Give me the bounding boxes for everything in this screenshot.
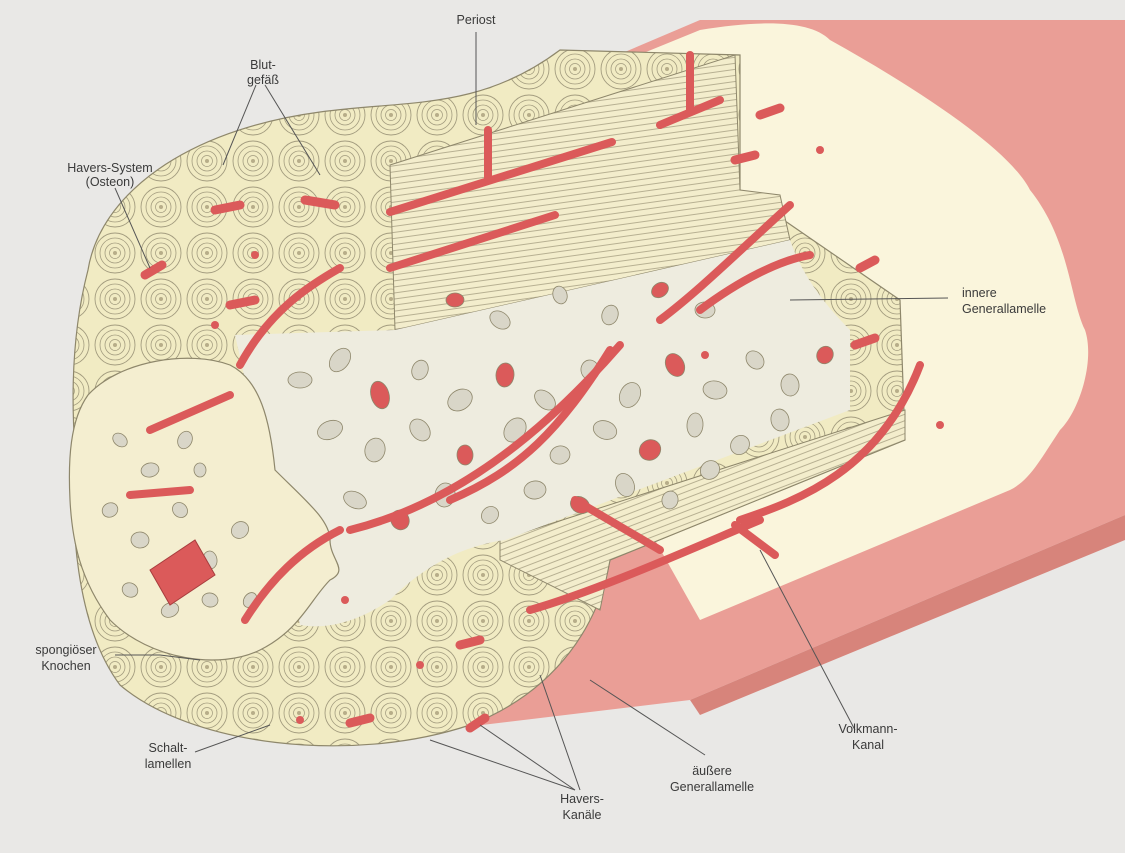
havers-canal (211, 321, 219, 329)
label-havers-system-1: Havers-System (67, 161, 152, 175)
label-schaltlamellen-1: Schalt- (149, 741, 188, 755)
blood-vessel (735, 155, 755, 160)
havers-canal (341, 596, 349, 604)
havers-canal (251, 251, 259, 259)
blood-vessel (230, 300, 255, 305)
havers-canal (296, 716, 304, 724)
havers-canal (816, 146, 824, 154)
blood-vessel (130, 490, 190, 495)
blood-filled-space (446, 293, 464, 308)
havers-canal (936, 421, 944, 429)
blood-vessel (350, 718, 370, 723)
label-aeussere-generallamelle-1: äußere (692, 764, 732, 778)
blood-vessel (460, 640, 480, 645)
label-blutgefaess-1: Blut- (250, 58, 276, 72)
label-schaltlamellen-2: lamellen (145, 757, 192, 771)
label-volkmann-kanal-1: Volkmann- (838, 722, 897, 736)
label-volkmann-kanal-2: Kanal (852, 738, 884, 752)
havers-canal (701, 351, 709, 359)
blood-filled-space (457, 445, 473, 465)
label-spongioeser-knochen-2: Knochen (41, 659, 90, 673)
label-innere-generallamelle-1: innere (962, 286, 997, 300)
label-havers-kanaele-2: Kanäle (563, 808, 602, 822)
label-havers-system-2: (Osteon) (86, 175, 135, 189)
label-blutgefaess-2: gefäß (247, 73, 279, 87)
label-periost: Periost (457, 13, 496, 27)
trabecular-space (288, 372, 312, 388)
trabecular-space (194, 463, 207, 478)
blood-vessel (215, 205, 240, 210)
leader-havers-kanaele-a (430, 740, 575, 790)
label-havers-kanaele-1: Havers- (560, 792, 604, 806)
blood-vessel (305, 200, 335, 205)
havers-canal (416, 661, 424, 669)
label-innere-generallamelle-2: Generallamelle (962, 302, 1046, 316)
label-aeussere-generallamelle-2: Generallamelle (670, 780, 754, 794)
label-spongioeser-knochen-1: spongiöser (35, 643, 96, 657)
